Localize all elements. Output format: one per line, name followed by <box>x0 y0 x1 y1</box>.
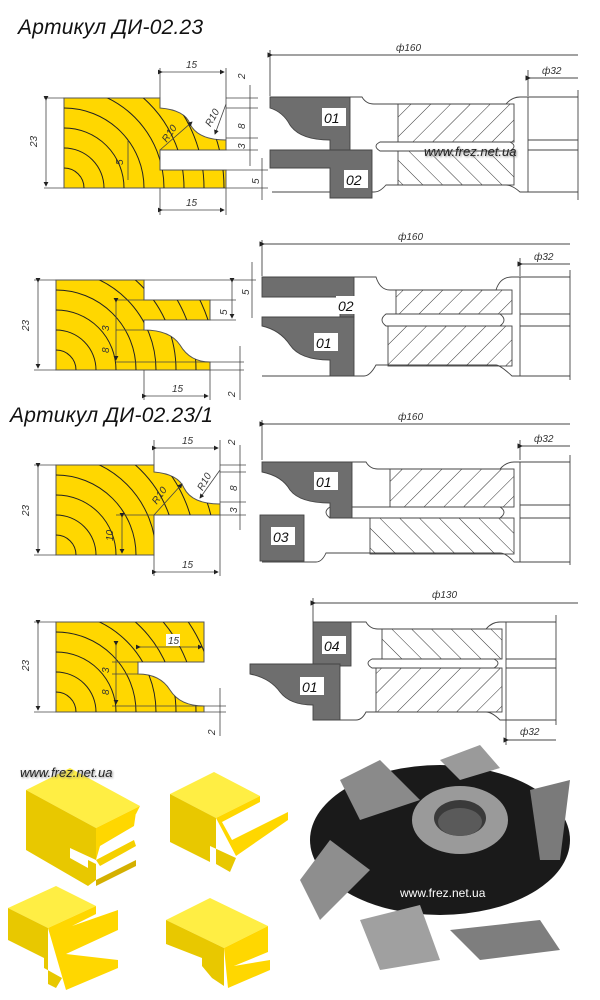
iso-block-4 <box>166 898 270 988</box>
iso-block-3 <box>8 886 118 990</box>
watermark-photo: www.frez.net.ua <box>400 886 486 900</box>
dim-d2: 8 <box>237 123 248 129</box>
dim-step: 10 <box>105 529 116 541</box>
knife-label-01: 01 <box>302 679 318 695</box>
dim-diameter: ф160 <box>396 42 421 54</box>
knife-label-04: 04 <box>324 638 340 654</box>
dim-d2: 8 <box>229 485 240 491</box>
dim-height: 23 <box>21 319 32 332</box>
cutter-section-4 <box>249 598 578 745</box>
dim-d1: 2 <box>237 73 248 80</box>
dim-bore: ф32 <box>534 433 554 445</box>
watermark-1: www.frez.net.ua <box>424 144 517 159</box>
cutter-section-1 <box>267 50 579 200</box>
knife-label-01: 01 <box>324 110 340 126</box>
dim-d2: 8 <box>101 689 112 695</box>
iso-block-2 <box>170 772 288 872</box>
dim-d3: 2 <box>207 729 218 736</box>
dim-width-top: 15 <box>182 436 194 447</box>
dim-height: 23 <box>29 135 40 148</box>
dim-width: 15 <box>168 636 180 647</box>
dim-d1: 2 <box>227 439 238 446</box>
dim-d3: 3 <box>101 325 112 331</box>
cutter-section-2 <box>259 240 571 380</box>
dim-width-bottom: 15 <box>186 198 198 209</box>
dim-d5: 2 <box>227 391 238 398</box>
knife-label-03: 03 <box>273 529 289 545</box>
cutter-photo <box>300 745 570 970</box>
dimensions-1 <box>43 68 268 215</box>
dim-bore: ф32 <box>520 726 540 738</box>
dim-diameter: ф130 <box>432 589 457 601</box>
dimensions-2 <box>34 262 256 400</box>
dim-d2: 5 <box>219 309 230 315</box>
dim-width-bottom: 15 <box>182 560 194 571</box>
dim-bore: ф32 <box>542 65 562 77</box>
dim-d1: 5 <box>241 289 252 295</box>
knife-label-01: 01 <box>316 474 332 490</box>
dim-d3: 3 <box>237 143 248 149</box>
dim-groove: 5 <box>115 159 126 165</box>
dim-bore: ф32 <box>534 251 554 263</box>
dim-diameter: ф160 <box>398 231 423 243</box>
dim-d3: 3 <box>229 507 240 513</box>
knife-label-01: 01 <box>316 335 332 351</box>
wood-profile-1 <box>63 97 227 189</box>
article-title-1: Артикул ДИ-02.23 <box>18 16 204 39</box>
knife-label-02: 02 <box>346 172 362 188</box>
dim-d4: 8 <box>101 347 112 353</box>
dimensions-4 <box>34 620 226 736</box>
iso-block-1 <box>26 768 140 886</box>
cutter-section-3 <box>259 420 571 565</box>
dimensions-3 <box>34 440 246 576</box>
dim-d1: 3 <box>101 667 112 673</box>
dim-height: 23 <box>21 659 32 672</box>
dim-height: 23 <box>21 504 32 517</box>
knife-label-02: 02 <box>338 298 354 314</box>
dim-r2: R10 <box>204 107 223 129</box>
dim-diameter: ф160 <box>398 411 423 423</box>
dim-width: 15 <box>172 384 184 395</box>
dim-d4: 5 <box>251 178 262 184</box>
watermark-3d: www.frez.net.ua <box>20 765 113 780</box>
article-title-2: Артикул ДИ-02.23/1 <box>10 404 214 427</box>
dim-width-top: 15 <box>186 60 198 71</box>
